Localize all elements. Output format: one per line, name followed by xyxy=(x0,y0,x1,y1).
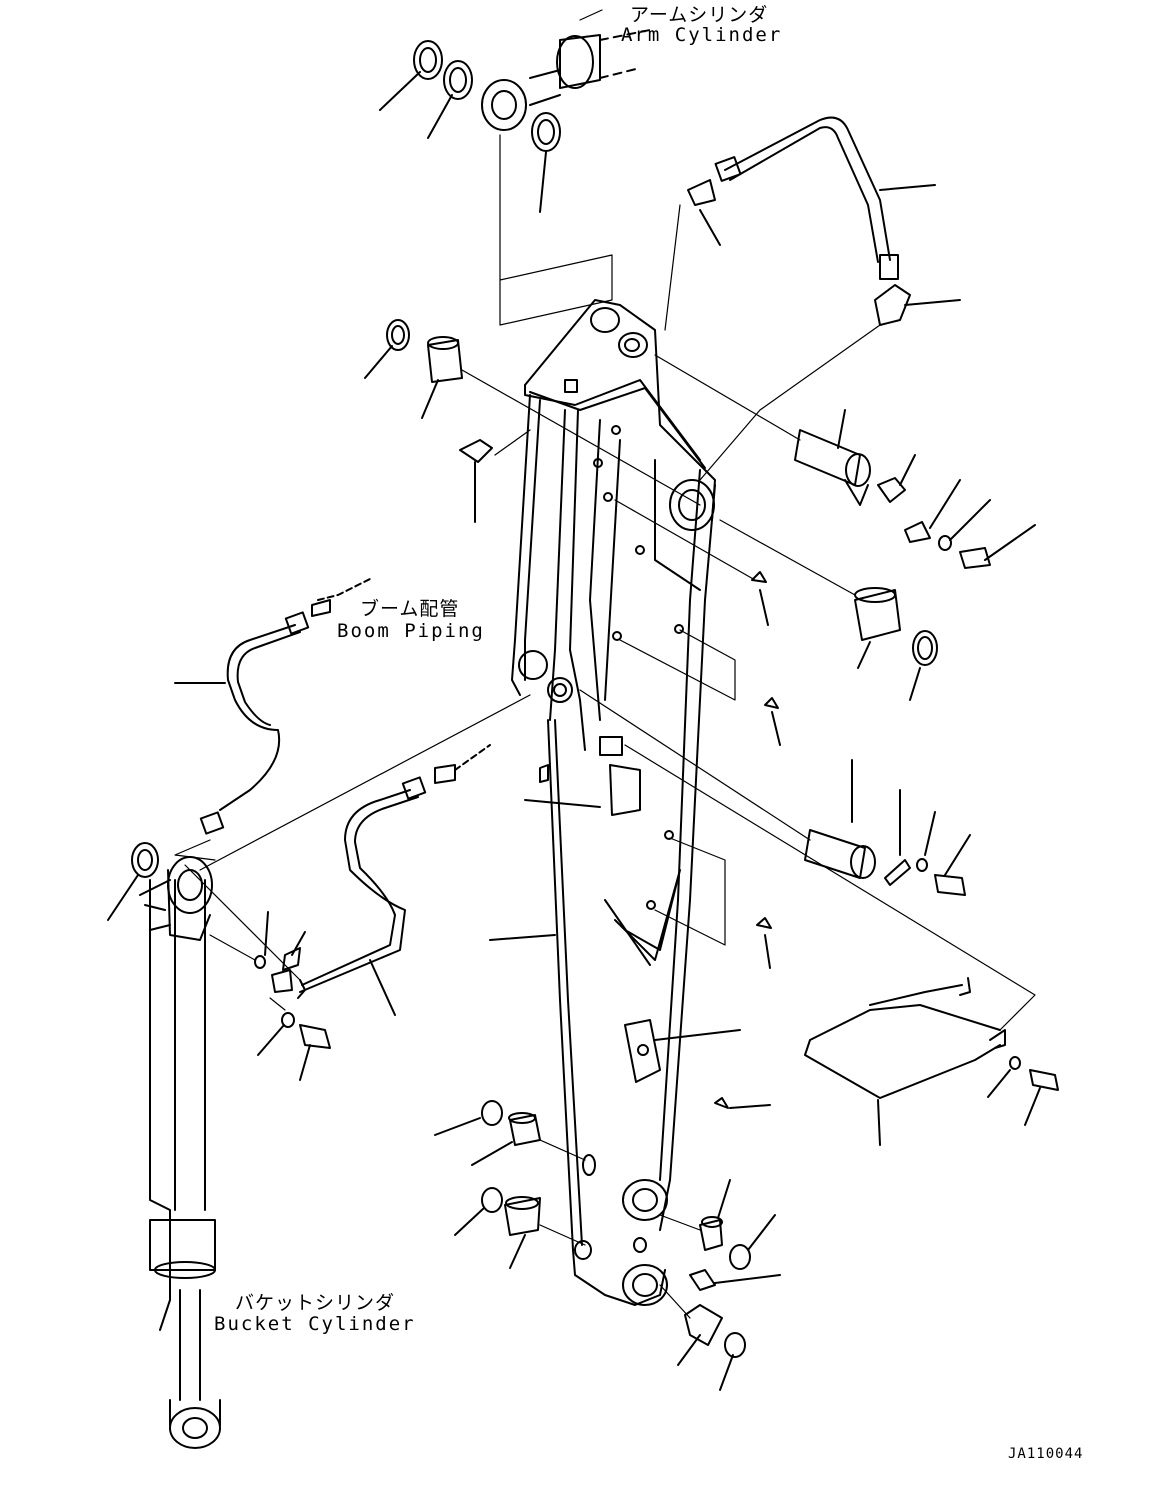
arm-cylinder-label-jp: アームシリンダ xyxy=(630,4,769,26)
handrail xyxy=(624,744,1059,1146)
boom-piping-label-en: Boom Piping xyxy=(337,620,485,642)
drawing-code: JA110044 xyxy=(1008,1446,1084,1462)
arm-leaders xyxy=(489,799,741,1041)
arm-cylinder-label-en: Arm Cylinder xyxy=(621,24,783,46)
upper-left-pin-parts xyxy=(364,319,701,523)
arm-hose-top xyxy=(664,116,961,481)
clamp-parts xyxy=(254,911,331,1081)
bucket-cylinder-label-en: Bucket Cylinder xyxy=(214,1313,416,1335)
boom-piping-hoses xyxy=(174,577,531,1016)
boom-piping-label-jp: ブーム配管 xyxy=(360,598,460,620)
right-bushing-middle xyxy=(719,519,938,701)
arm-body xyxy=(511,299,716,1306)
plugs xyxy=(614,499,781,1109)
lower-bushings xyxy=(434,1100,781,1391)
bucket-cylinder xyxy=(107,842,301,1449)
right-pin-lower xyxy=(579,689,971,896)
bucket-cylinder-label-jp: バケットシリンダ xyxy=(235,1292,396,1314)
arm-cylinder-end xyxy=(379,9,651,326)
right-pin-upper xyxy=(654,354,1036,569)
